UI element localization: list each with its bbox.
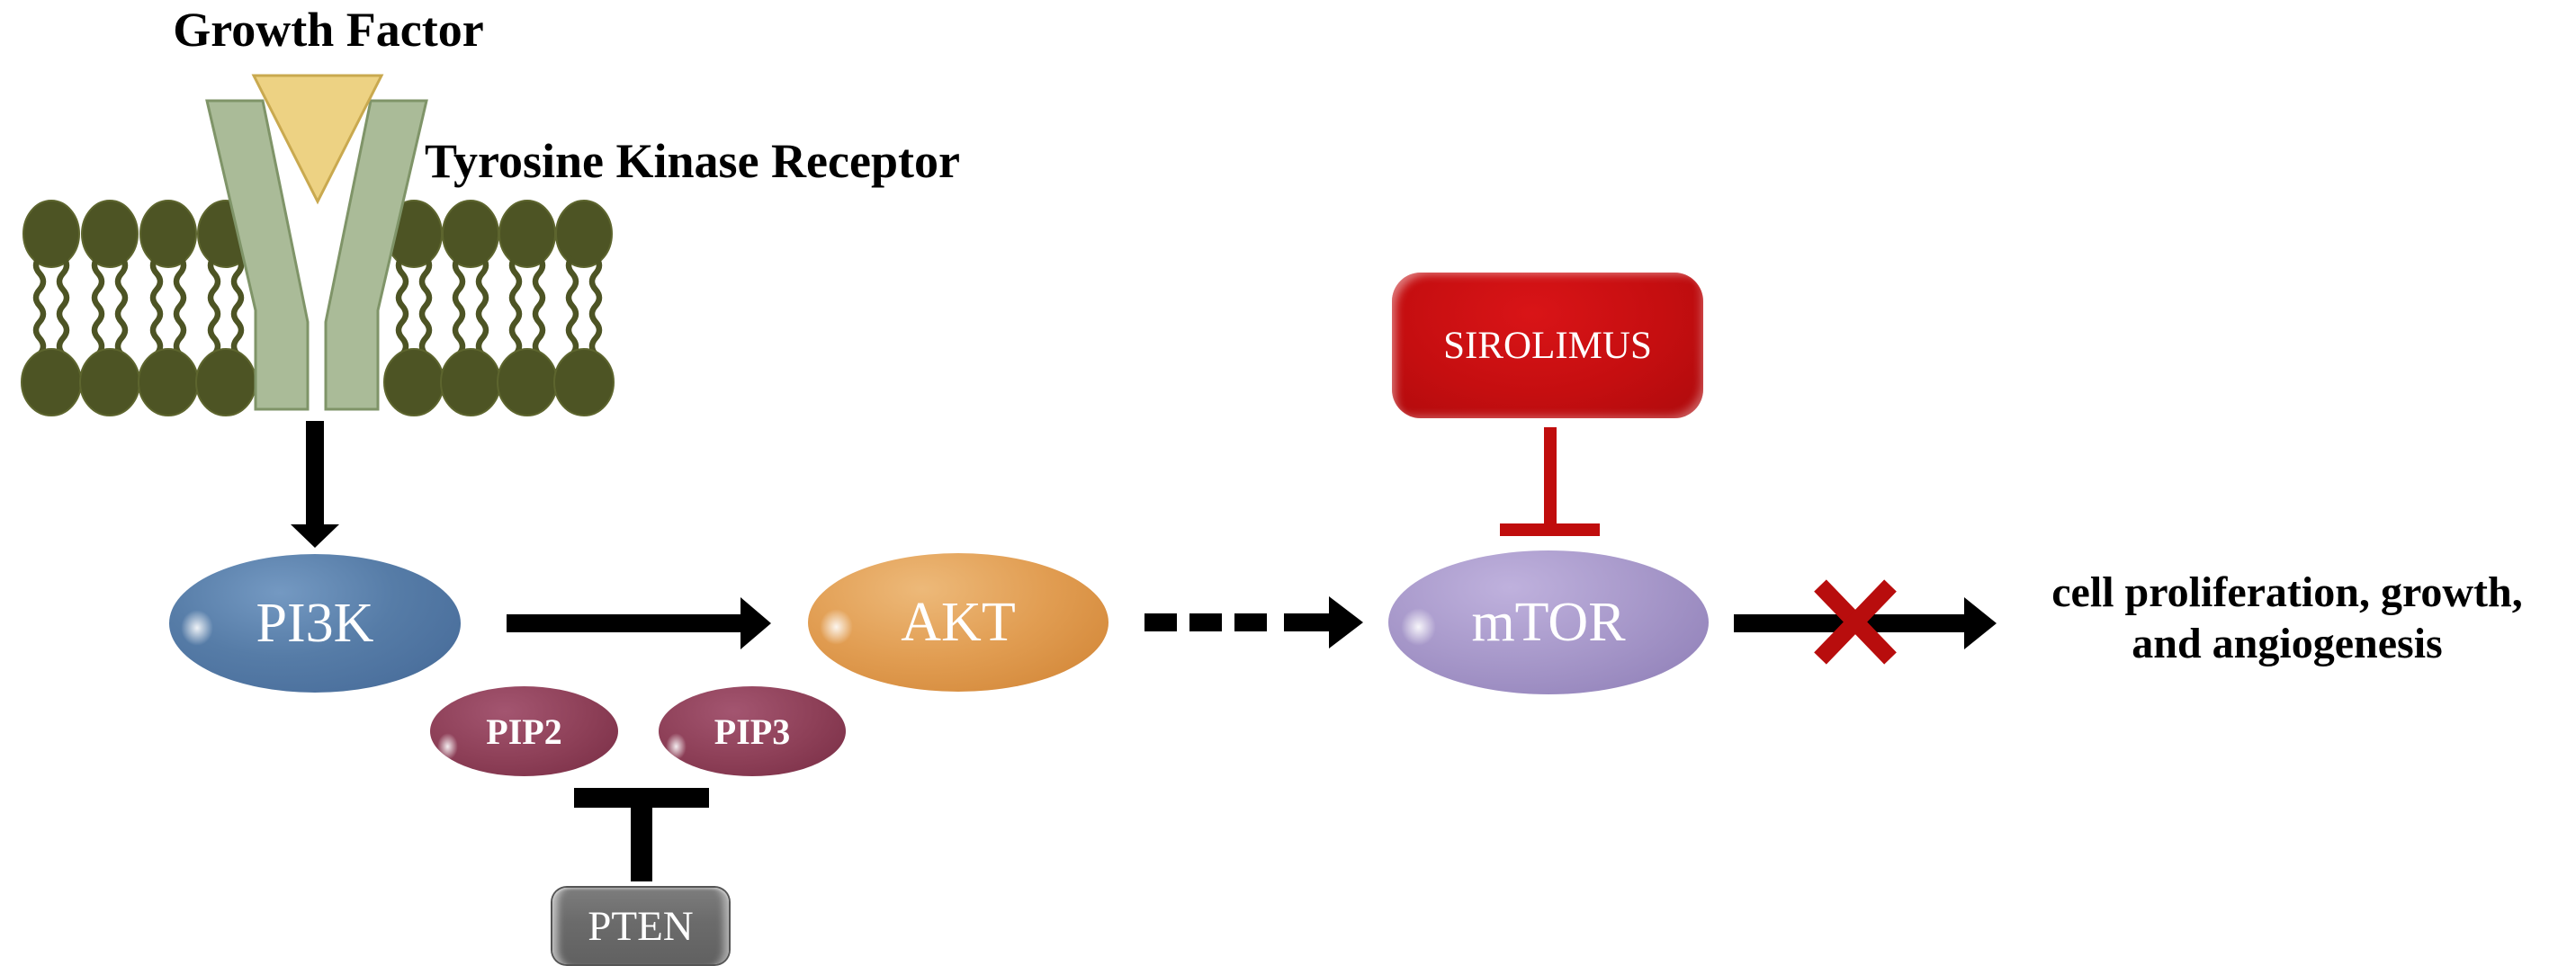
node-sirolimus-label: SIROLIMUS [1443,324,1652,367]
node-pi3k: PI3K [169,554,461,693]
arrow-pi3k-to-akt [507,597,771,649]
tyrosine-kinase-receptor-shape [205,99,428,411]
node-sirolimus: SIROLIMUS [1392,273,1703,418]
gloss-highlight [666,733,687,760]
outcome-label: cell proliferation, growth, and angiogen… [2001,567,2573,669]
node-pten: PTEN [552,888,729,964]
node-mtor-label: mTOR [1471,591,1626,653]
node-pi3k-label: PI3K [256,592,374,654]
outcome-label-line1: cell proliferation, growth, [2051,568,2523,616]
node-pip3: PIP3 [659,686,846,776]
growth-factor-label: Growth Factor [173,3,484,57]
inhibition-tbar-sirolimus-mtor [1500,427,1600,536]
dashed-arrow-akt-to-mtor [1144,596,1363,648]
gloss-highlight [437,733,459,760]
tyrosine-kinase-receptor-label: Tyrosine Kinase Receptor [425,134,960,188]
gloss-highlight [180,609,213,646]
node-akt-label: AKT [901,591,1016,653]
node-pip3-label: PIP3 [714,711,791,752]
node-pten-label: PTEN [588,902,694,950]
node-pip2-label: PIP2 [486,711,562,752]
node-mtor: mTOR [1388,550,1709,694]
node-pip2: PIP2 [430,686,618,776]
node-akt: AKT [808,553,1108,692]
lipid-bilayer-membrane [22,201,614,416]
growth-factor-ligand-icon [251,74,384,205]
blocked-x-icon [1814,579,1897,665]
arrow-receptor-to-pi3k [291,421,339,548]
outcome-label-line2: and angiogenesis [2132,620,2443,667]
gloss-highlight [820,608,854,645]
inhibition-tbar-pten-pip [574,788,709,881]
gloss-highlight [1401,608,1437,646]
